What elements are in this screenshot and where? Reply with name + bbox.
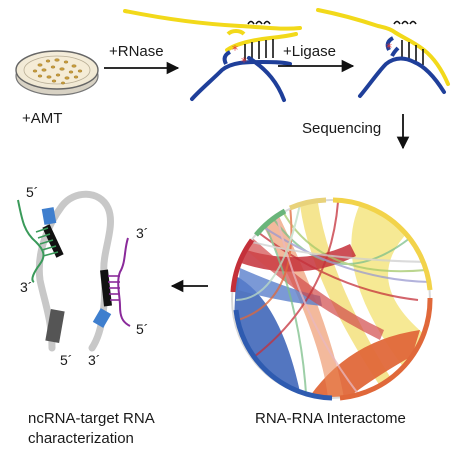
green-3prime: 3´ xyxy=(20,279,32,295)
base-pairs xyxy=(401,40,424,65)
ncrna-target-schematic: 5´ 3´ 3´ 5´ 5´ 3´ xyxy=(17,184,148,368)
crosslink-mark: * xyxy=(386,41,392,55)
rnase-label: +RNase xyxy=(109,43,164,60)
circos-chords xyxy=(234,201,430,398)
target-strand xyxy=(123,9,302,31)
characterization-caption-line2: characterization xyxy=(28,430,134,447)
interactome-circos-plot xyxy=(230,197,433,401)
nc-strand xyxy=(190,59,292,101)
sequencing-label: Sequencing xyxy=(302,120,381,137)
characterization-caption-line1: ncRNA-target RNA xyxy=(28,410,155,427)
purple-3prime: 3´ xyxy=(136,225,148,241)
binding-site xyxy=(100,269,112,307)
rnase-duplex: * * xyxy=(123,9,302,102)
green-ncrna xyxy=(17,199,45,283)
ligated-duplex: * xyxy=(316,8,450,98)
scaffold-5prime: 5´ xyxy=(60,352,72,368)
petri-dish-icon xyxy=(15,50,99,96)
circos-segments xyxy=(230,197,433,401)
green-5prime: 5´ xyxy=(26,184,38,200)
purple-ncrna xyxy=(117,237,131,327)
purple-pairing xyxy=(108,275,120,301)
target-strand xyxy=(316,8,398,35)
purple-5prime: 5´ xyxy=(136,321,148,337)
interactome-caption: RNA-RNA Interactome xyxy=(255,410,406,427)
seed-box xyxy=(41,207,57,225)
base-pairs xyxy=(244,39,274,62)
scaffold-3prime: 3´ xyxy=(88,352,100,368)
crosslink-mark: * xyxy=(232,43,238,57)
amt-label: +AMT xyxy=(22,110,62,127)
ligase-label: +Ligase xyxy=(283,43,336,60)
green-pairing xyxy=(35,227,59,257)
cds-box xyxy=(45,309,65,343)
crosslink-mark: * xyxy=(241,55,247,69)
binding-site xyxy=(42,224,64,258)
loop-nucleotides xyxy=(247,20,271,25)
seed-box xyxy=(92,308,112,328)
loop-nucleotides xyxy=(393,20,417,25)
nc-strand xyxy=(358,56,446,98)
